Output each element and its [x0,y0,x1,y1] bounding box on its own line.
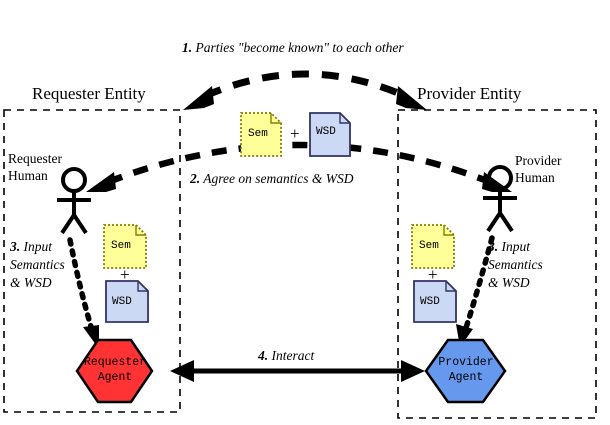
center-sem-document [240,112,282,157]
requester-entity-title: Requester Entity [32,84,146,103]
step1-caption: 1. Parties "become known" to each other [182,40,404,56]
requester-agent-label: Requester Agent [75,355,155,385]
step1-text: Parties "become known" to each other [195,40,404,55]
requester-human-figure [57,167,91,235]
requester-entity-boundary [3,109,181,413]
step2-caption: 2. Agree on semantics & WSD [190,171,354,187]
provider-step3-caption: 3. Input Semantics & WSD [488,238,543,292]
provider-plus-sign: + [428,265,438,284]
requester-agent-hexagon[interactable] [75,338,154,404]
requester-step3-caption: 3. Input Semantics & WSD [10,238,65,292]
provider-human-label-line1: Provider [515,153,562,168]
requester-agent-line1: Requester [83,356,147,369]
provider-wsd-document [413,280,457,323]
center-wsd-label: WSD [316,126,336,138]
provider-entity-title: Provider Entity [417,84,522,103]
requester-plus-sign: + [120,265,130,284]
requester-wsd-label: WSD [112,296,132,308]
center-plus-sign: + [290,124,300,143]
requester-sem-label: Sem [111,240,131,252]
provider-agent-line2: Agent [448,371,484,384]
arrow-parties-become-known [183,70,427,110]
provider-agent-hexagon[interactable] [424,338,507,404]
arrow-requester-input-semantics [67,237,99,349]
step2-text: Agree on semantics & WSD [203,171,354,186]
provider-sem-document [411,224,455,269]
requester-step3-number: 3. [10,239,21,254]
provider-agent-label: Provider Agent [426,355,506,385]
requester-human-label: Requester Human [8,150,62,184]
provider-step3-line2: Semantics [488,257,543,272]
step4-text: Interact [271,348,315,363]
provider-human-figure [483,165,517,233]
provider-entity-boundary [397,109,597,419]
provider-agent-line1: Provider [438,356,494,369]
center-sem-label: Sem [248,128,268,140]
provider-step3-number: 3. [488,239,499,254]
provider-step3-line1: Input [501,239,531,254]
provider-sem-label: Sem [419,240,439,252]
requester-wsd-document [105,280,149,323]
step1-number: 1. [182,40,193,55]
step4-number: 4. [258,348,269,363]
requester-human-label-line2: Human [8,168,48,183]
requester-step3-line2: Semantics [10,257,65,272]
requester-human-label-line1: Requester [8,151,62,166]
provider-step3-line3: & WSD [488,275,530,290]
provider-human-label: Provider Human [515,152,562,186]
provider-wsd-label: WSD [420,296,440,308]
requester-step3-line1: Input [23,239,53,254]
arrow-provider-input-semantics [456,235,495,347]
requester-agent-line2: Agent [97,371,133,384]
requester-sem-document [103,224,147,269]
step2-number: 2. [190,171,201,186]
provider-human-label-line2: Human [515,170,555,185]
arrow-interact [170,360,425,382]
center-wsd-document [309,112,351,157]
requester-step3-line3: & WSD [10,275,52,290]
step4-caption: 4. Interact [258,348,314,364]
